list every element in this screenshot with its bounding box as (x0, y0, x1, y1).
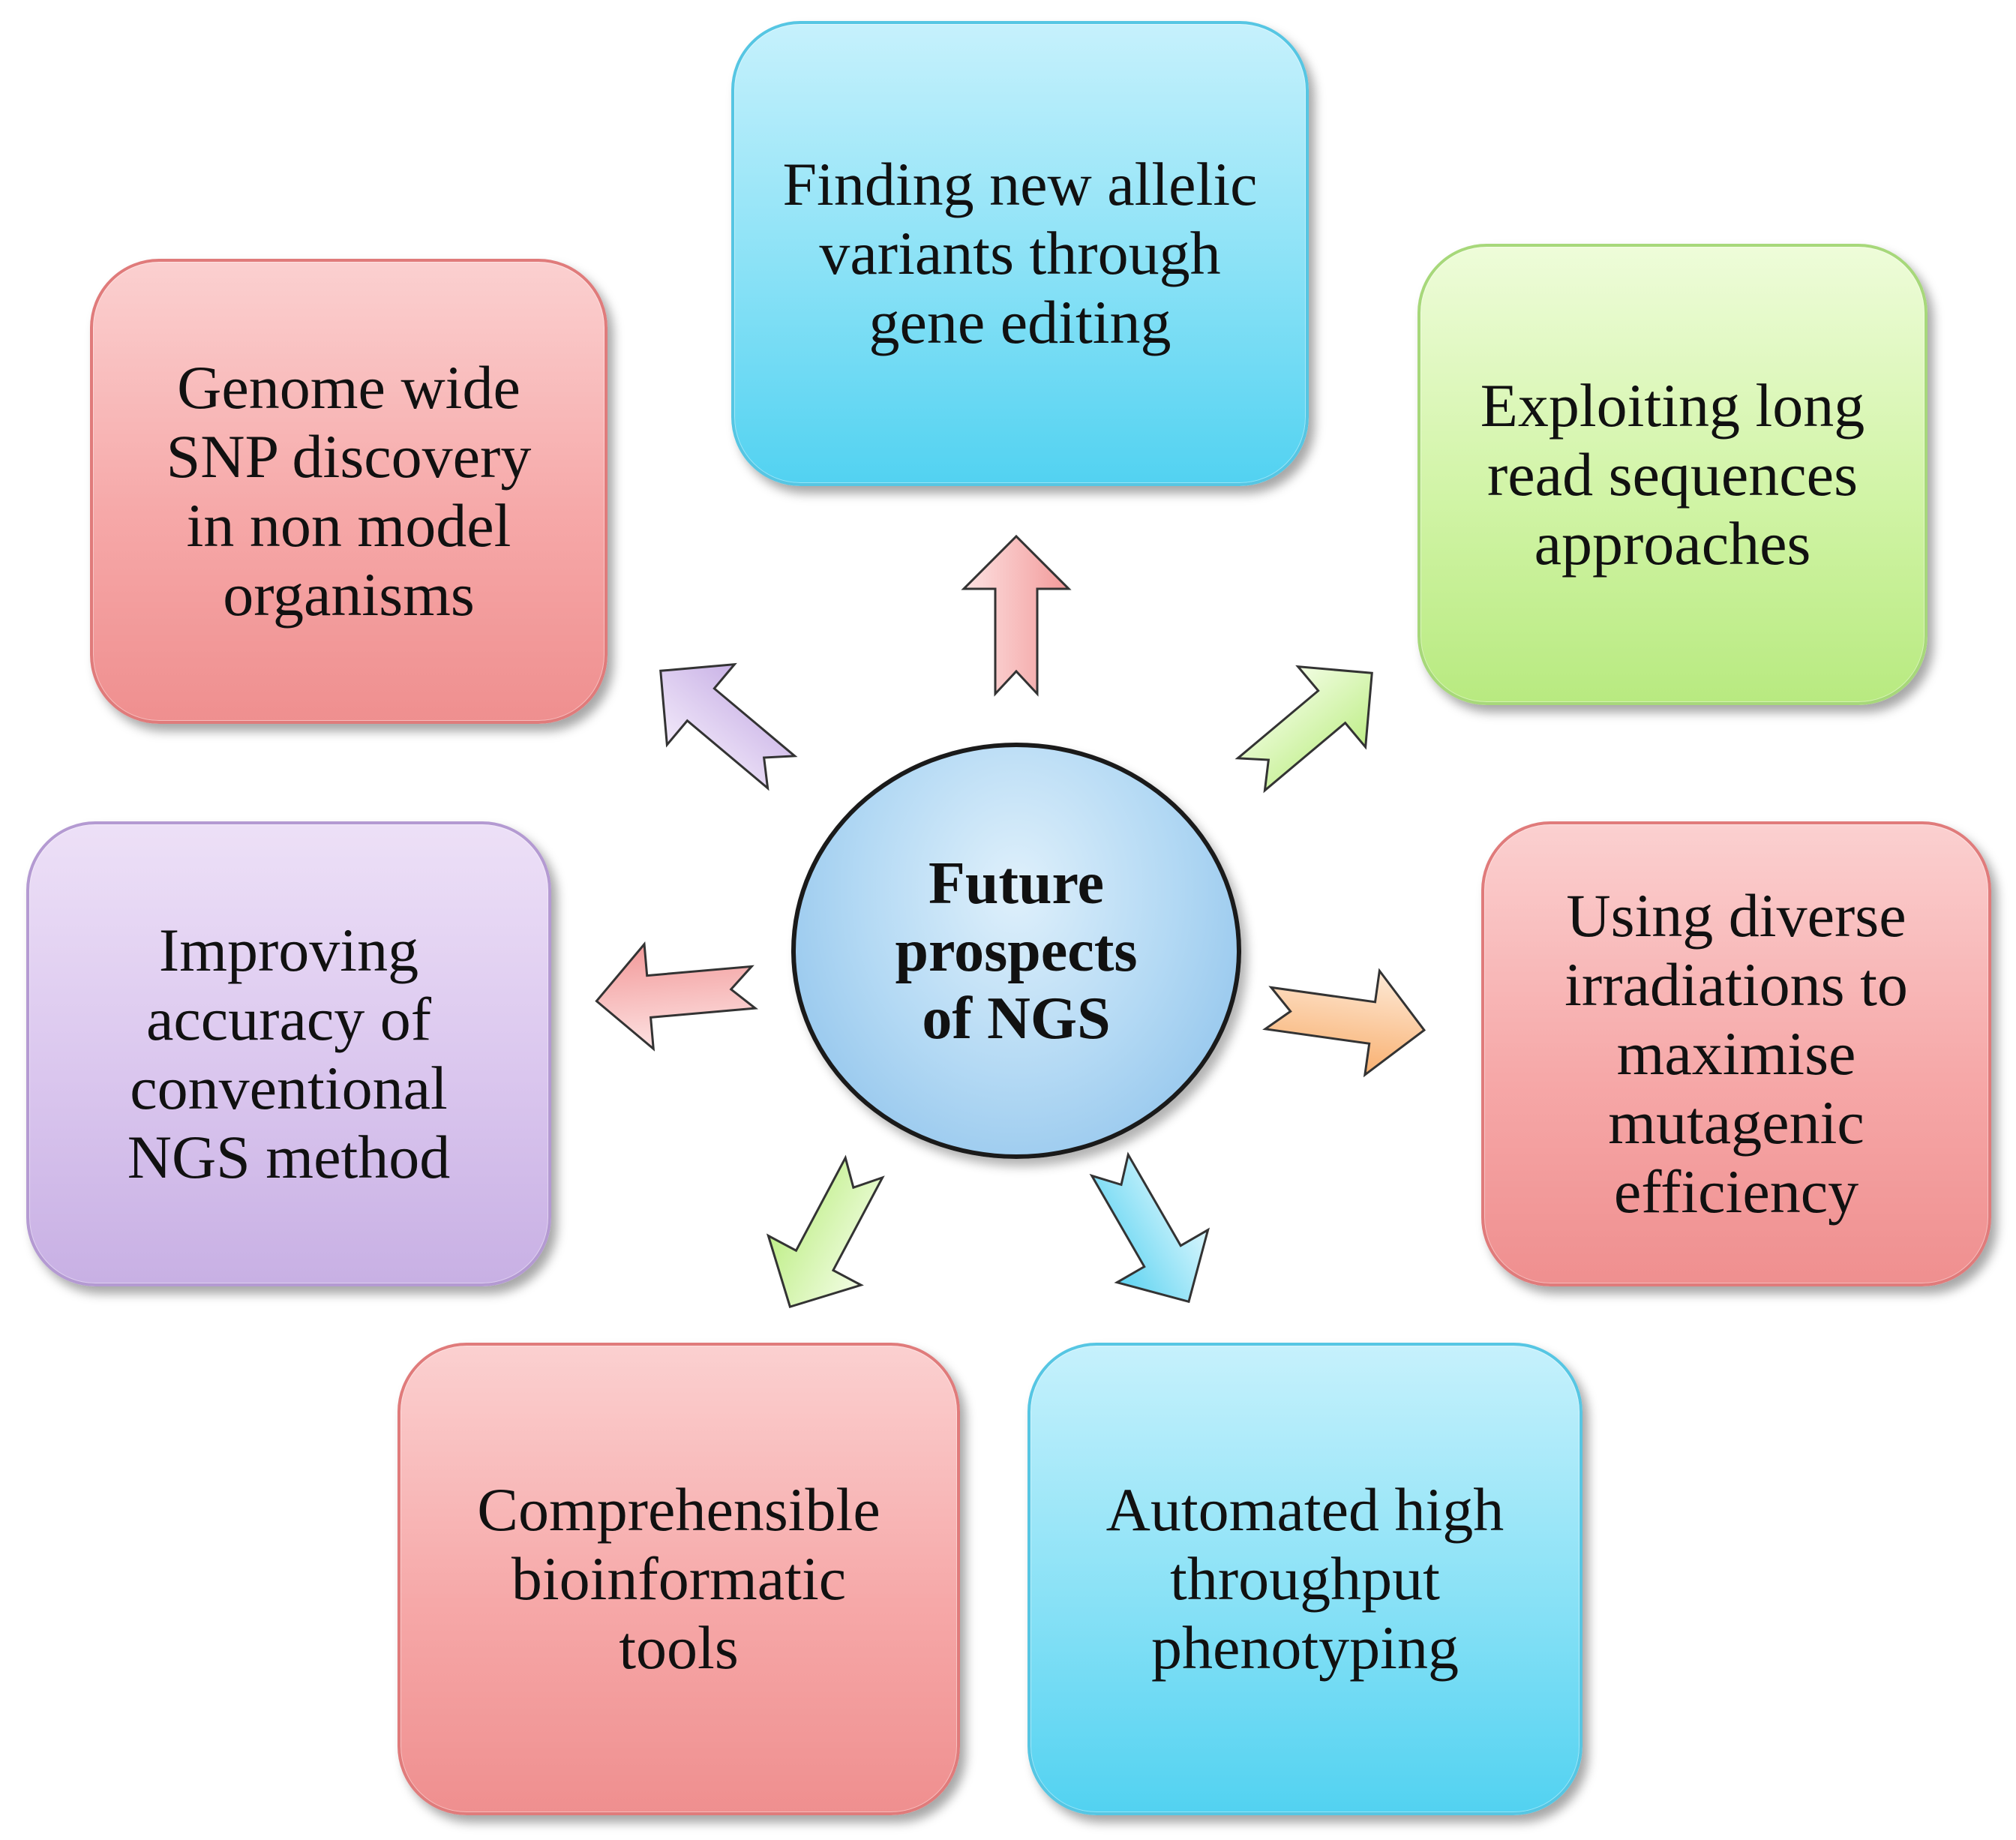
center-circle: Future prospects of NGS (791, 743, 1241, 1159)
arrow-up (962, 535, 1070, 695)
box-genome-wide-snp-discovery: Genome wide SNP discovery in non model o… (90, 259, 608, 724)
box-improving-accuracy: Improving accuracy of conventional NGS m… (26, 821, 551, 1286)
arrow-up-left (626, 629, 817, 814)
box-automated-phenotyping: Automated high throughput phenotyping (1028, 1343, 1582, 1815)
box-diverse-irradiations: Using diverse irradiations to maximise m… (1481, 821, 1991, 1286)
box-label: Genome wide SNP discovery in non model o… (166, 353, 532, 629)
box-label: Improving accuracy of conventional NGS m… (127, 916, 451, 1191)
box-label: Using diverse irradiations to maximise m… (1564, 881, 1908, 1226)
arrow-right (1259, 955, 1433, 1084)
box-label: Comprehensible bioinformatic tools (477, 1475, 880, 1682)
box-long-read-sequences: Exploiting long read sequences approache… (1418, 244, 1928, 705)
arrow-down-left (742, 1142, 912, 1333)
center-label: Future prospects of NGS (895, 850, 1138, 1052)
arrow-left (590, 934, 760, 1055)
box-finding-allelic-variants: Finding new allelic variants through gen… (731, 21, 1309, 486)
box-label: Exploiting long read sequences approache… (1480, 371, 1865, 578)
arrow-down-right (1063, 1137, 1236, 1329)
box-bioinformatic-tools: Comprehensible bioinformatic tools (398, 1343, 960, 1815)
arrow-up-right (1216, 632, 1407, 816)
box-label: Automated high throughput phenotyping (1106, 1475, 1504, 1682)
box-label: Finding new allelic variants through gen… (782, 150, 1258, 356)
